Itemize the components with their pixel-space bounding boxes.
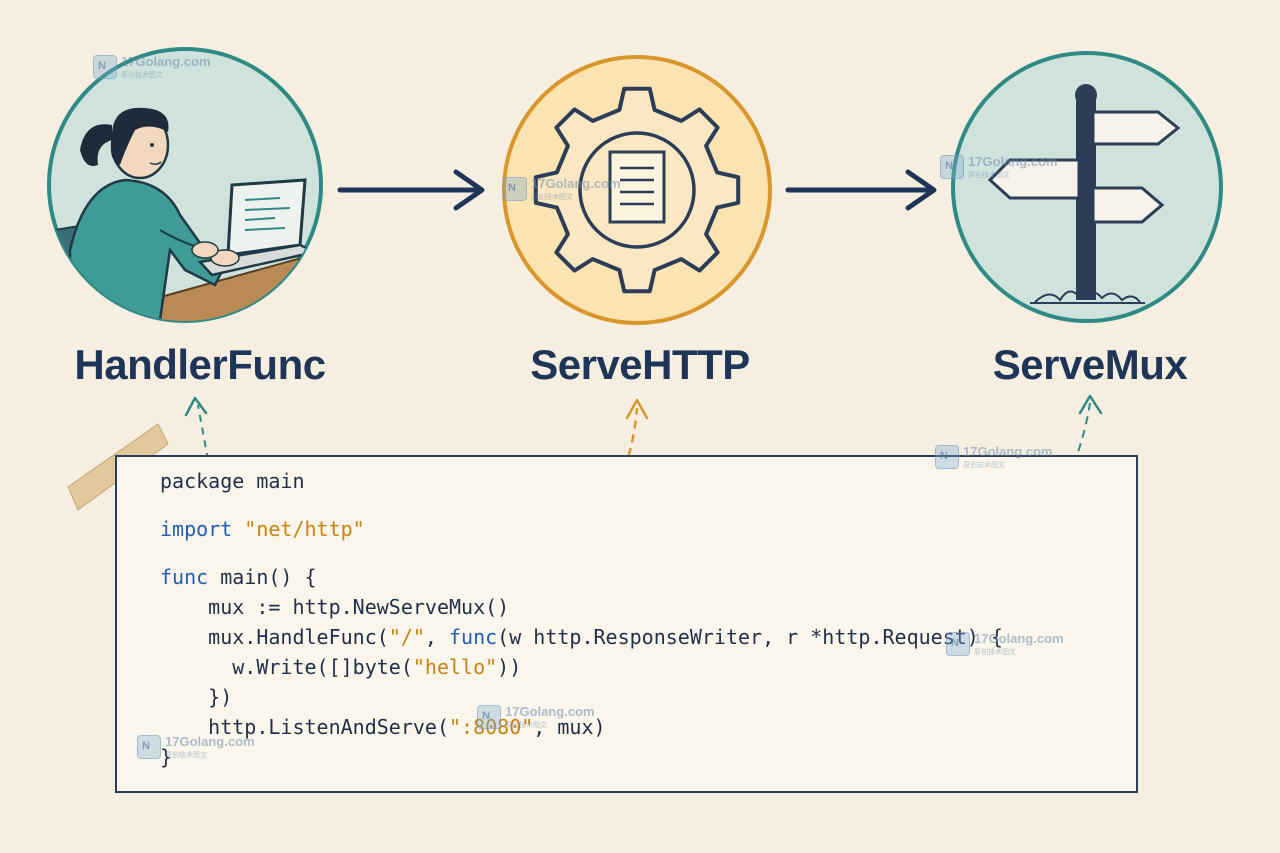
code-block: package main import "net/http" func main… xyxy=(160,466,1003,772)
watermark-logo-icon xyxy=(503,177,527,201)
code-line: func main() { xyxy=(160,565,317,589)
code-line: } xyxy=(160,745,173,769)
arrow-handlerfunc-to-servehttp xyxy=(337,169,485,211)
watermark-logo-icon xyxy=(935,445,959,469)
label-servemux: ServeMux xyxy=(992,341,1188,388)
code-line xyxy=(160,544,1003,562)
code-line: mux.HandleFunc("/", func(w http.Response… xyxy=(160,625,1003,649)
watermark-logo-icon xyxy=(477,705,501,729)
watermark-logo-icon xyxy=(93,55,117,79)
signpost-icon xyxy=(987,84,1181,304)
code-line xyxy=(160,496,1003,514)
code-line: w.Write([]byte("hello")) xyxy=(160,655,522,679)
gear-document-icon xyxy=(533,86,741,294)
watermark-logo-icon xyxy=(137,735,161,759)
watermark-logo-icon xyxy=(946,632,970,656)
arrow-servehttp-to-servemux xyxy=(785,169,937,211)
code-line: import "net/http" xyxy=(160,517,365,541)
code-line: package main xyxy=(160,469,305,493)
code-line: http.ListenAndServe(":8080", mux) xyxy=(160,715,606,739)
label-handlerfunc: HandlerFunc xyxy=(74,341,326,388)
code-line: }) xyxy=(160,685,233,709)
connector-code-to-handlerfunc xyxy=(184,396,209,461)
label-servehttp: ServeHTTP xyxy=(530,341,750,388)
code-line: mux := http.NewServeMux() xyxy=(160,595,510,619)
node-servehttp xyxy=(502,55,772,325)
node-handlerfunc xyxy=(47,47,323,323)
watermark-logo-icon xyxy=(940,155,964,179)
code-card xyxy=(115,455,1138,793)
node-servemux xyxy=(951,51,1223,323)
